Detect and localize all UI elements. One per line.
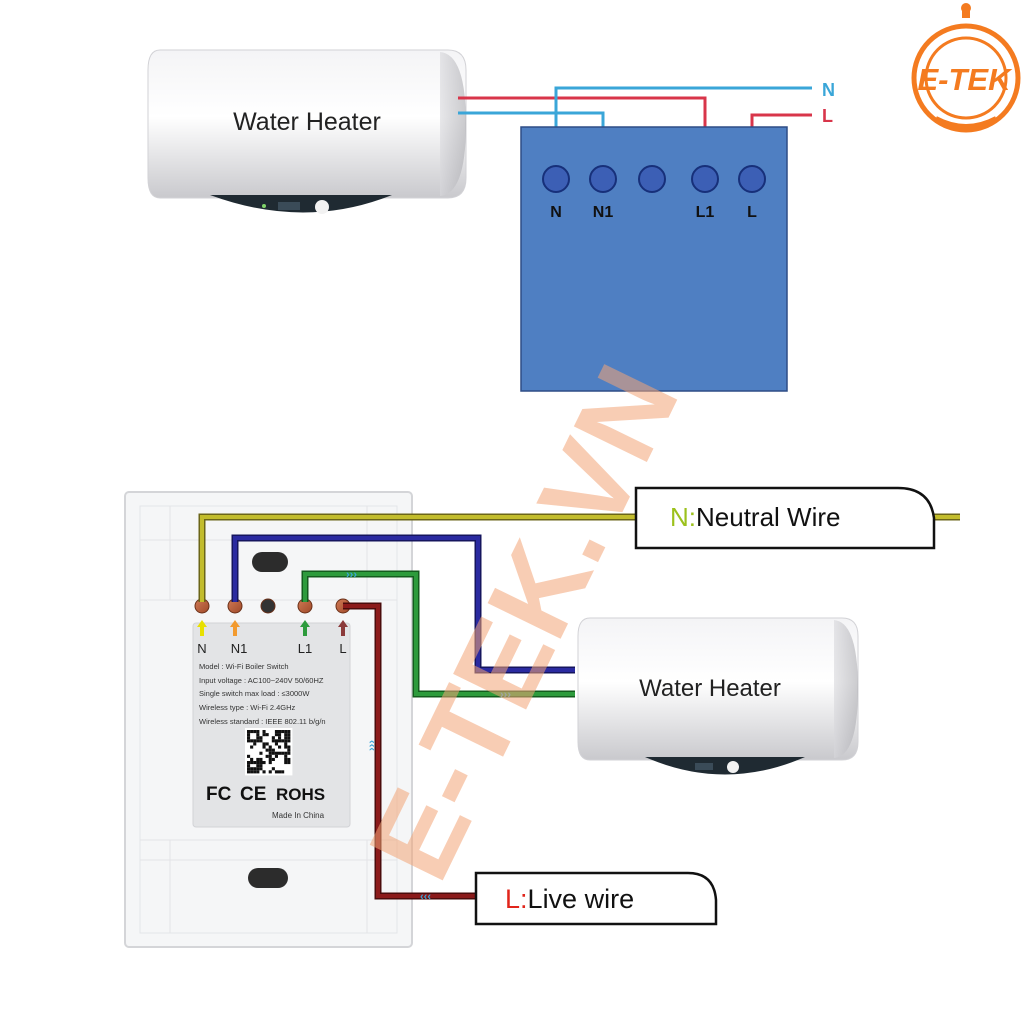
bottom-terminal-screw-icon	[260, 598, 276, 614]
label-input-voltage: Input voltage : AC100~240V 50/60HZ	[199, 676, 324, 685]
label-made-in: Made In China	[272, 811, 325, 820]
logo-text: E-TEK	[918, 62, 1014, 97]
terminal-arrow-icon	[197, 620, 207, 636]
flow-arrow-icon: ›››	[500, 689, 511, 701]
l1-wire	[301, 570, 575, 698]
terminal-arrow-icon	[338, 620, 348, 636]
label-wireless-standard: Wireless standard : IEEE 802.11 b/g/n	[199, 717, 326, 726]
live-wire-callout: L:Live wire	[474, 871, 718, 926]
top-line-l-label: L	[822, 106, 833, 126]
top-line-n-label: N	[822, 80, 835, 100]
flow-arrow-icon: ‹‹‹	[420, 891, 431, 903]
live-callout-text: L:Live wire	[505, 884, 634, 914]
heater-knob-icon	[315, 200, 329, 214]
bottom-terminal-label: N	[197, 641, 206, 656]
top-terminal-screw-icon	[638, 165, 666, 193]
top-terminal-label: L1	[696, 204, 715, 221]
ce-mark: CE	[240, 784, 266, 805]
top-terminal-screw-icon	[738, 165, 766, 193]
etek-logo: E-TEK	[911, 3, 1021, 133]
qr-code-icon	[245, 728, 293, 776]
top-terminal-screw-icon	[542, 165, 570, 193]
label-model: Model : Wi-Fi Boiler Switch	[199, 662, 289, 671]
label-wireless-type: Wireless type : Wi-Fi 2.4GHz	[199, 703, 296, 712]
mounting-slot-top	[252, 552, 288, 572]
flow-arrows: ››› ››› ‹‹‹ ›››	[346, 569, 511, 903]
flow-arrow-icon: ›››	[346, 569, 357, 581]
top-terminal-label: N	[550, 204, 562, 221]
bottom-heater-label: Water Heater	[639, 675, 781, 702]
top-terminal-label: L	[747, 204, 757, 221]
live-wire	[343, 602, 482, 900]
heater-knob-icon	[727, 761, 739, 773]
rohs-mark: ROHS	[276, 785, 325, 804]
mounting-slot-bottom	[248, 868, 288, 888]
product-label: Model : Wi-Fi Boiler Switch Input voltag…	[192, 622, 351, 828]
label-max-load: Single switch max load : ≤3000W	[199, 689, 310, 698]
top-terminal-screw-icon	[589, 165, 617, 193]
top-terminal-block: N N1 L1 L	[542, 165, 766, 221]
terminal-arrow-icon	[300, 620, 310, 636]
neutral-callout-text: N:Neutral Wire	[670, 502, 841, 532]
top-terminal-label: N1	[593, 204, 614, 221]
neutral-wire-callout: N:Neutral Wire	[634, 486, 936, 550]
top-terminal-screw-icon	[691, 165, 719, 193]
terminal-arrow-icon	[230, 620, 240, 636]
fc-mark: FC	[206, 784, 232, 805]
bottom-terminal-label: L1	[298, 641, 312, 656]
bottom-terminal-label: L	[339, 641, 346, 656]
n1-wire	[231, 534, 575, 674]
bottom-terminal-label: N1	[231, 641, 248, 656]
flow-arrow-icon: ›››	[366, 740, 378, 751]
top-water-heater: Water Heater	[147, 49, 467, 214]
top-heater-label: Water Heater	[233, 108, 381, 136]
bottom-water-heater: Water Heater	[577, 617, 859, 775]
